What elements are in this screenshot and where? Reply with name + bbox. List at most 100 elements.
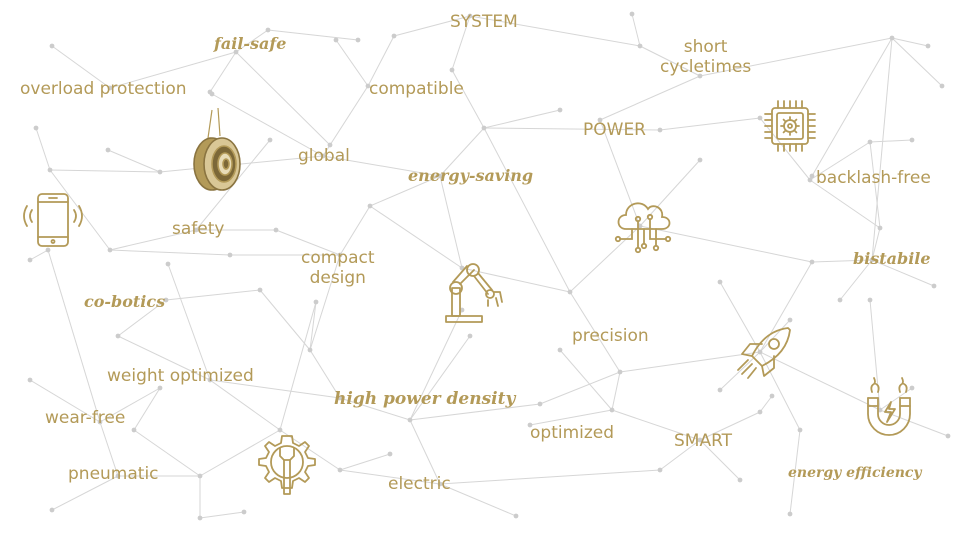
network-node bbox=[273, 227, 279, 233]
network-node bbox=[629, 11, 635, 17]
label-precision: precision bbox=[572, 326, 649, 346]
network-node bbox=[277, 427, 283, 433]
network-node bbox=[313, 299, 319, 305]
network-line bbox=[159, 155, 324, 173]
network-node bbox=[131, 427, 137, 433]
network-node bbox=[657, 467, 663, 473]
network-line bbox=[439, 469, 661, 485]
network-node bbox=[307, 347, 313, 353]
label-energy-efficiency: energy efficiency bbox=[788, 465, 922, 481]
network-node bbox=[197, 515, 203, 521]
network-line bbox=[199, 429, 281, 477]
network-node bbox=[717, 279, 723, 285]
network-node bbox=[367, 203, 373, 209]
network-line bbox=[759, 351, 881, 411]
network-line bbox=[29, 249, 49, 261]
network-line bbox=[699, 411, 761, 441]
label-high-power-density: high power density bbox=[334, 389, 516, 409]
network-node bbox=[757, 115, 763, 121]
network-node bbox=[737, 477, 743, 483]
network-line bbox=[869, 139, 913, 143]
network-node bbox=[537, 401, 543, 407]
network-line bbox=[811, 37, 893, 177]
network-line bbox=[759, 351, 801, 431]
network-node bbox=[809, 259, 815, 265]
network-line bbox=[483, 127, 571, 293]
network-node bbox=[27, 257, 33, 263]
network-node bbox=[527, 422, 533, 428]
network-line bbox=[107, 149, 161, 173]
network-line bbox=[322, 155, 441, 177]
network-node bbox=[337, 467, 343, 473]
network-line bbox=[117, 335, 211, 381]
network-node bbox=[697, 157, 703, 163]
network-line bbox=[529, 409, 613, 426]
label-compatible: compatible bbox=[369, 79, 464, 99]
network-line bbox=[451, 69, 485, 129]
network-line bbox=[811, 259, 873, 263]
label-system: SYSTEM bbox=[450, 12, 518, 32]
network-node bbox=[207, 377, 213, 383]
network-line bbox=[209, 379, 281, 431]
network-line bbox=[29, 379, 101, 423]
network-line bbox=[235, 29, 269, 53]
network-line bbox=[869, 141, 881, 229]
network-line bbox=[235, 51, 331, 146]
network-node bbox=[333, 37, 339, 43]
network-line bbox=[259, 289, 311, 351]
network-line bbox=[133, 387, 161, 431]
network-line bbox=[789, 429, 801, 515]
network-line bbox=[871, 227, 881, 261]
network-node bbox=[165, 261, 171, 267]
network-line bbox=[275, 229, 341, 256]
network-node bbox=[449, 67, 455, 73]
network-line bbox=[133, 429, 201, 477]
network-line bbox=[483, 127, 661, 131]
network-line bbox=[339, 205, 371, 256]
label-energy-saving: energy-saving bbox=[408, 166, 534, 185]
label-electric: electric bbox=[388, 474, 451, 494]
network-line bbox=[891, 37, 929, 47]
network-line bbox=[599, 75, 701, 121]
network-line bbox=[809, 141, 871, 181]
network-node bbox=[437, 481, 443, 487]
network-line bbox=[569, 291, 621, 373]
network-node bbox=[97, 419, 103, 425]
network-node bbox=[227, 252, 233, 258]
network-node bbox=[337, 395, 343, 401]
network-line bbox=[871, 259, 935, 287]
network-node bbox=[115, 473, 121, 479]
network-line bbox=[639, 45, 701, 77]
network-node bbox=[557, 347, 563, 353]
network-node bbox=[787, 317, 793, 323]
network-line bbox=[611, 409, 701, 441]
network-node bbox=[337, 252, 343, 258]
network-line bbox=[109, 249, 231, 256]
robot-arm-icon bbox=[445, 263, 503, 323]
network-line bbox=[309, 349, 341, 399]
network-node bbox=[609, 407, 615, 413]
network-line bbox=[165, 289, 261, 301]
network-node bbox=[407, 417, 413, 423]
network-node bbox=[939, 83, 945, 89]
network-node bbox=[45, 247, 51, 253]
label-design: design bbox=[309, 268, 366, 289]
network-line bbox=[267, 29, 359, 41]
network-line bbox=[109, 229, 197, 251]
network-node bbox=[757, 409, 763, 415]
network-node bbox=[657, 127, 663, 133]
network-line bbox=[47, 249, 101, 423]
network-line bbox=[369, 175, 441, 207]
network-node bbox=[107, 85, 113, 91]
network-node bbox=[265, 27, 271, 33]
network-node bbox=[241, 509, 247, 515]
network-node bbox=[467, 13, 473, 19]
network-node bbox=[47, 167, 53, 173]
network-node bbox=[115, 333, 121, 339]
label-overload-protection: overload protection bbox=[20, 79, 187, 99]
wrench-gear-icon bbox=[258, 435, 316, 495]
label-global: global bbox=[298, 146, 350, 166]
network-node bbox=[717, 387, 723, 393]
cloud-network-icon bbox=[614, 202, 672, 254]
